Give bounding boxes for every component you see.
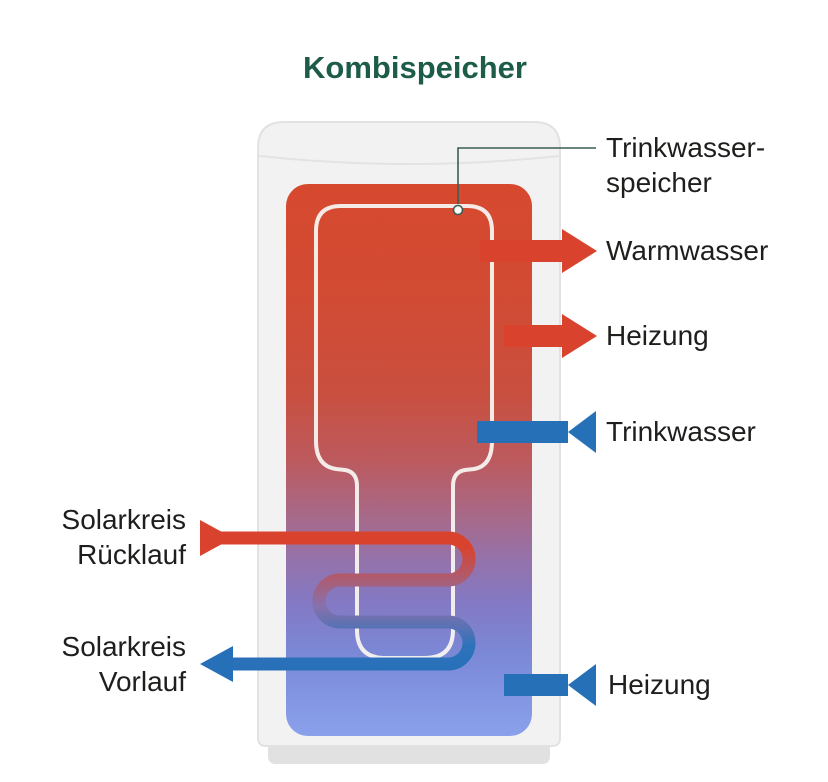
inner-tank-label-line1: Trinkwasser- [606,132,766,163]
heizung-supply-arrow-head [562,314,597,358]
tank-lid-seam-line [258,155,560,165]
tank-gradient-fill [286,184,532,736]
solar-flow-label-line2: Vorlauf [98,666,186,697]
solar-flow-label: Solarkreis Vorlauf [26,629,186,699]
tank-base [268,746,550,764]
pointer-dot [452,204,464,216]
trinkwasser-arrow [477,411,596,453]
solar-flow-arrowhead [200,646,233,682]
heizung-return-arrow-head [568,664,596,706]
solar-return-label: Solarkreis Rücklauf [26,502,186,572]
heizung-return-arrow [504,664,596,706]
solar-return-label-line1: Solarkreis [61,504,186,535]
inner-tank-label: Trinkwasser- speicher [606,130,765,200]
heizung-return-arrow-shaft [504,674,568,696]
heizung-supply-arrow [504,314,597,358]
warmwasser-arrow-shaft [480,240,562,262]
trinkwasser-arrow-head [568,411,596,453]
heizung-supply-label: Heizung [606,320,709,351]
solar-return-arrowhead [200,520,233,556]
warmwasser-arrow-head [562,229,597,273]
solar-coil [214,531,476,671]
pointer-line [457,147,596,204]
warmwasser-label: Warmwasser [606,235,769,266]
heizung-supply-arrow-shaft [504,325,562,347]
diagram-title: Kombispeicher [303,50,527,85]
warmwasser-arrow [480,229,597,273]
solar-return-label-line2: Rücklauf [77,539,186,570]
trinkwasser-arrow-shaft [477,421,568,443]
solar-flow-label-line1: Solarkreis [61,631,186,662]
inner-tank-label-line2: speicher [606,167,712,198]
heizung-return-label: Heizung [608,669,711,700]
trinkwasser-label: Trinkwasser [606,416,756,447]
